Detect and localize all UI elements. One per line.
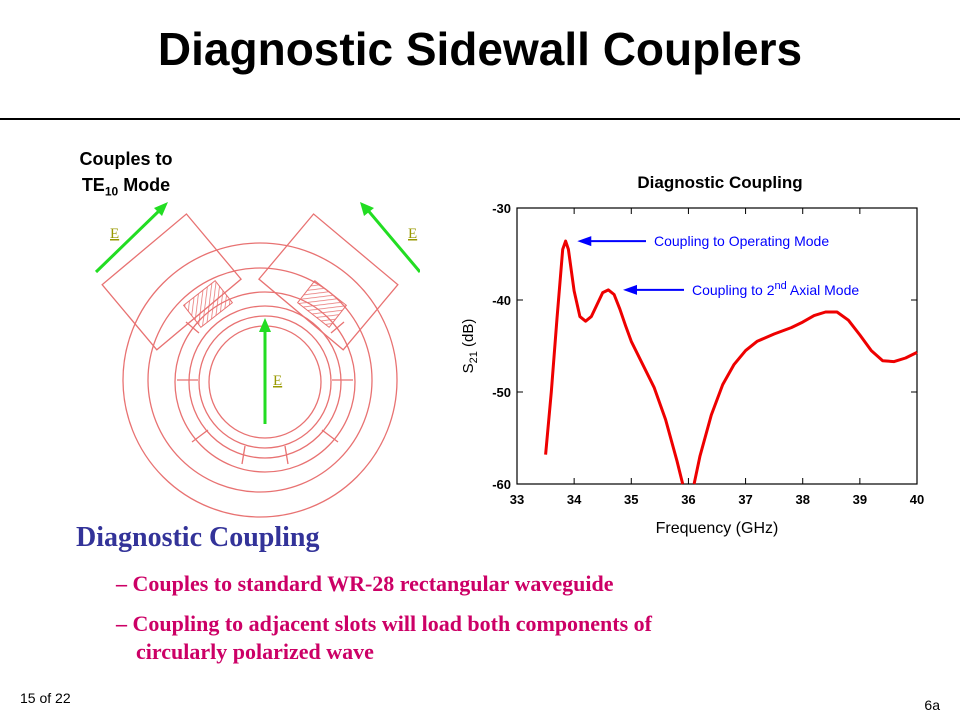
coupling-chart: Diagnostic Coupling 33 34 35 36 37 38 39 40 -30 -… [460, 173, 924, 537]
y-axis-label-sub: 21 [468, 351, 480, 363]
left-waveguide [101, 213, 242, 351]
x-axis-label: Frequency (GHz) [656, 520, 779, 537]
annotation-sup: nd [775, 280, 787, 292]
y-axis-label-unit: (dB) [460, 319, 477, 352]
x-tick-label: 39 [853, 492, 867, 507]
circuit-ring-2 [188, 305, 342, 459]
x-tick-label: 35 [624, 492, 638, 507]
bullet-continuation: circularly polarized wave [136, 639, 374, 664]
x-tick-label: 38 [795, 492, 809, 507]
chart-title: Diagnostic Coupling [637, 173, 802, 192]
x-tick-label: 37 [738, 492, 752, 507]
y-tick-label: -40 [492, 293, 511, 308]
x-tick-label: 36 [681, 492, 695, 507]
y-axis-label: S21 (dB) [460, 319, 480, 374]
left-coupling-slot [182, 279, 234, 329]
slide-id: 6a [924, 697, 940, 713]
x-tick-label: 40 [910, 492, 924, 507]
e-field-arrow-left [94, 206, 164, 274]
e-field-arrowhead-right [360, 202, 374, 216]
right-coupling-slot [296, 279, 348, 329]
e-label-right: E [408, 226, 417, 242]
outer-wall [122, 242, 398, 518]
bullet-list: – Couples to standard WR-28 rectangular … [116, 570, 936, 678]
diagram-label-sub: 10 [104, 184, 119, 199]
right-waveguide [258, 213, 399, 351]
diagram-label-te: TE [81, 175, 105, 195]
diagram-label: Couples to TE10 Mode [40, 146, 212, 205]
y-tick-label: -30 [492, 201, 511, 216]
s21-curve [692, 310, 918, 485]
annotation-text: Coupling to 2 [692, 282, 775, 298]
e-field-arrowhead-center [259, 318, 271, 332]
bullet-text: Coupling to adjacent slots will load bot… [132, 611, 653, 636]
circuit-ring-3 [198, 315, 332, 449]
y-axis-label-main: S [460, 363, 477, 373]
slide-title: Diagnostic Sidewall Couplers [157, 23, 803, 75]
coupler-diagram: E E E [94, 202, 420, 518]
e-label-center: E [273, 373, 282, 389]
e-label-left: E [110, 226, 119, 242]
bullet-text: Couples to standard WR-28 rectangular wa… [132, 571, 614, 596]
annotation-text: Coupling to Operating Mode [654, 233, 829, 249]
annotation-rest: Axial Mode [787, 282, 860, 298]
annotation-arrowhead [623, 284, 637, 295]
annotation-arrowhead [577, 236, 592, 247]
title-divider [0, 118, 960, 120]
circuit-outer-ring [174, 291, 356, 473]
annotation-label: Coupling to 2nd Axial Mode [692, 280, 859, 298]
e-field-arrow-right [364, 207, 420, 273]
section-heading: Diagnostic Coupling [76, 522, 320, 553]
diagram-label-line1: Couples to [79, 149, 173, 169]
x-tick-label: 34 [567, 492, 582, 507]
y-tick-label: -50 [492, 385, 511, 400]
bullet-item: – Couples to standard WR-28 rectangular … [116, 570, 936, 598]
plot-area [516, 207, 918, 485]
bullet-dash: – [116, 611, 133, 636]
bullet-dash: – [116, 571, 133, 596]
y-tick-label: -60 [492, 477, 511, 492]
e-field-arrowhead-left [154, 202, 168, 216]
x-tick-label: 33 [510, 492, 524, 507]
annotation-label: Coupling to Operating Mode [654, 233, 829, 249]
diagram-label-mode: Mode [118, 175, 171, 195]
outer-wall-inner [147, 267, 373, 493]
s21-curve [544, 239, 685, 485]
slide-counter: 15 of 22 [20, 690, 71, 706]
bullet-item: – Coupling to adjacent slots will load b… [116, 610, 936, 666]
